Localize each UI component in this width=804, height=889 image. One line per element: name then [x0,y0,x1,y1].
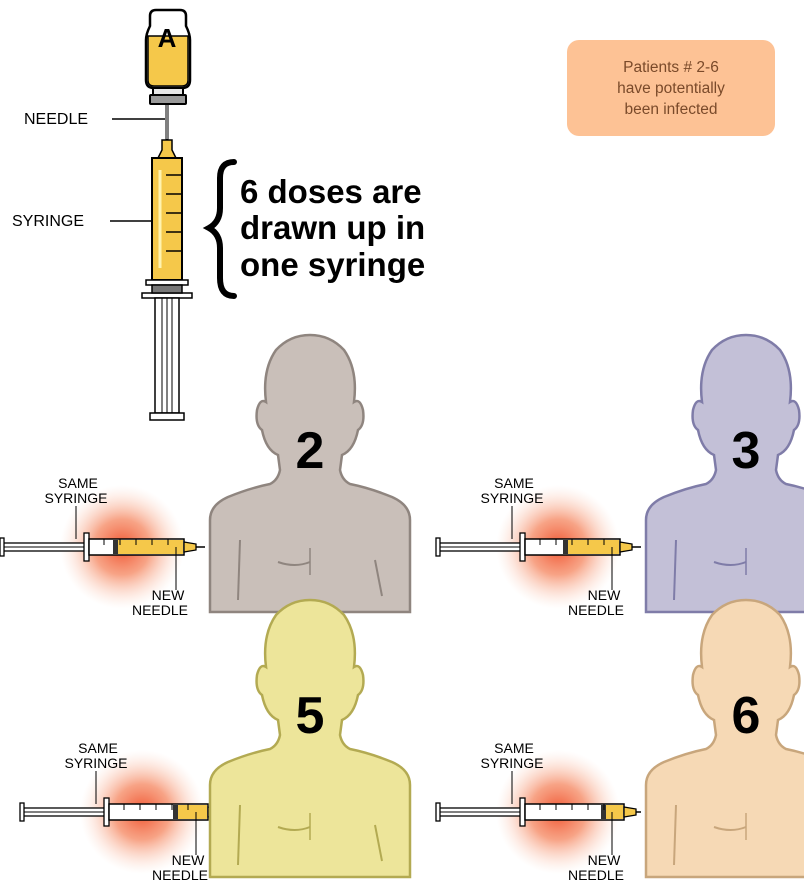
note-line-1: Patients # 2-6 [623,57,719,78]
same-syringe-label-1: SAME [58,475,98,491]
patient-number: 3 [732,422,761,480]
needle-label: NEEDLE [24,111,88,128]
patient-figure: 2 [210,335,410,612]
callout-line-2: drawn up in [240,209,425,246]
infection-note: Patients # 2-6 have potentially been inf… [567,40,775,136]
note-line-2: have potentially [617,78,725,99]
note-line-3: been infected [624,99,717,120]
same-syringe-label-2: SYRINGE [480,490,543,506]
vial-label: A [158,23,177,53]
patient-figure: 5 [210,600,410,877]
same-syringe-label-2: SYRINGE [64,755,127,771]
patient-figure: 6 [646,600,804,877]
callout-line-1: 6 doses are [240,173,422,210]
new-needle-label-2: NEEDLE [152,867,208,883]
same-syringe-label-2: SYRINGE [480,755,543,771]
syringe-label: SYRINGE [12,213,84,230]
patient-number: 2 [296,422,325,480]
new-needle-label-1: NEW [152,587,185,603]
medication-vial: A [146,10,190,104]
new-needle-label-2: NEEDLE [568,867,624,883]
patient-figure: 3 [646,335,804,612]
doses-callout: 6 doses are drawn up in one syringe [240,173,425,283]
patient-number: 6 [732,687,761,745]
callout-line-3: one syringe [240,246,425,283]
new-needle-label-1: NEW [588,587,621,603]
curly-brace [209,162,234,296]
same-syringe-label-1: SAME [78,740,118,756]
main-syringe [142,104,192,420]
same-syringe-label-1: SAME [494,740,534,756]
same-syringe-label-1: SAME [494,475,534,491]
same-syringe-label-2: SYRINGE [44,490,107,506]
new-needle-label-2: NEEDLE [568,602,624,618]
new-needle-label-1: NEW [588,852,621,868]
patient-number: 5 [296,687,325,745]
new-needle-label-2: NEEDLE [132,602,188,618]
new-needle-label-1: NEW [172,852,205,868]
